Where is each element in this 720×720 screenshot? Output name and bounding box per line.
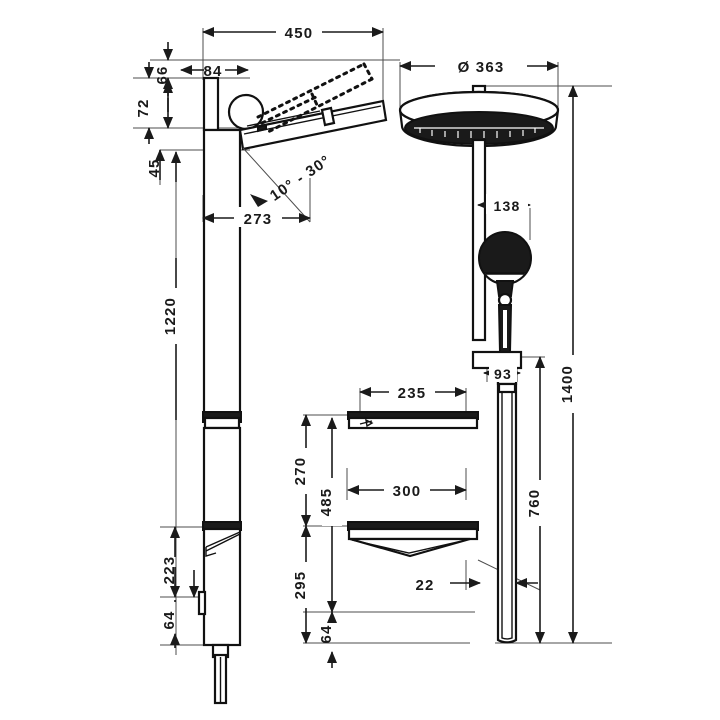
dim-tilt-label: 10° - 30° [267, 152, 334, 205]
dim-93-label: 93 [494, 366, 512, 382]
dimension-295: 295 [292, 525, 316, 644]
dim-138-label: 138 [494, 198, 521, 214]
dimension-72: 72 [135, 62, 154, 144]
dim-1400-label: 1400 [559, 365, 576, 403]
dimension-223: 223 [161, 526, 199, 598]
dimension-84: 84 [180, 63, 249, 80]
shelf-and-tray [347, 411, 479, 558]
shower-bar-assembly [197, 76, 242, 705]
dim-22-label: 22 [415, 577, 434, 594]
dim-223-label: 223 [161, 556, 178, 585]
dimension-tilt-angle: 10° - 30° [267, 152, 334, 205]
dim-72-label: 72 [135, 98, 152, 117]
dimension-93: 93 [483, 363, 521, 382]
dimension-diameter-363: Ø 363 [399, 55, 559, 76]
dimension-45: 45 [146, 149, 181, 182]
dimension-1220: 1220 [162, 258, 186, 420]
dim-273-label: 273 [244, 211, 273, 228]
dimension-450: 450 [202, 21, 384, 42]
dim-45-label: 45 [146, 158, 163, 177]
dim-295-label: 295 [292, 571, 309, 600]
dimension-270: 270 [292, 414, 316, 527]
dimension-64-left: 64 [161, 600, 180, 648]
dim-485-label: 485 [318, 488, 335, 517]
dim-84-label: 84 [203, 63, 222, 80]
dimension-1400: 1400 [559, 85, 583, 644]
dimension-235: 235 [359, 382, 467, 402]
dim-363-label: Ø 363 [458, 59, 505, 76]
dim-64-left-label: 64 [161, 610, 178, 629]
dim-300-label: 300 [393, 483, 422, 500]
handshower-head-top [227, 62, 388, 223]
dim-66-label: 66 [154, 65, 171, 84]
dimension-273: 273 [202, 207, 311, 228]
dimension-485: 485 [318, 417, 342, 613]
dim-450-label: 450 [285, 25, 314, 42]
dim-235-label: 235 [398, 385, 427, 402]
overhead-shower [398, 84, 560, 342]
dim-64-bottom-label: 64 [318, 624, 335, 643]
dim-760-label: 760 [526, 489, 543, 518]
dimension-138: 138 [477, 194, 531, 214]
dim-270-label: 270 [292, 457, 309, 486]
dimension-22: 22 [408, 573, 538, 594]
dimension-300: 300 [347, 480, 467, 500]
dimension-760: 760 [526, 356, 550, 644]
dimension-64-bottom: 64 [318, 611, 337, 668]
dim-1220-label: 1220 [162, 297, 179, 335]
